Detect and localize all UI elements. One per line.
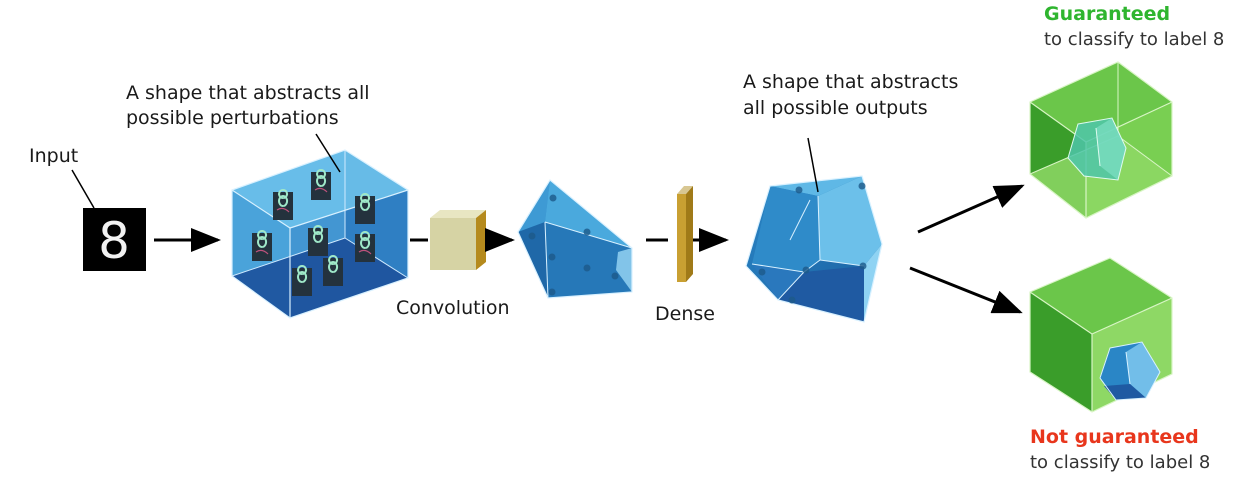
input-digit-image: 8 xyxy=(83,208,146,271)
perturbation-box xyxy=(231,149,409,319)
input-digit-glyph: 8 xyxy=(98,212,130,270)
guaranteed-label: Guaranteed xyxy=(1044,3,1171,25)
convolution-layer xyxy=(430,210,486,270)
dense-layer xyxy=(677,186,693,282)
input-pointer-line xyxy=(71,169,95,209)
arrow-to-not-guaranteed xyxy=(909,266,1023,314)
not-guaranteed-label: Not guaranteed xyxy=(1030,426,1199,448)
intermediate-polytope xyxy=(517,179,633,299)
not-guaranteed-region-box xyxy=(1029,257,1173,413)
guaranteed-sublabel: to classify to label 8 xyxy=(1044,29,1225,50)
dense-label: Dense xyxy=(655,303,715,325)
not-guaranteed-inner-polytope xyxy=(1099,341,1161,401)
perturbation-label-line2: possible perturbations xyxy=(126,107,339,129)
convolution-label: Convolution xyxy=(396,297,510,319)
output-polytope xyxy=(745,175,883,323)
outputs-label-line1: A shape that abstracts xyxy=(743,71,959,93)
input-label: Input xyxy=(29,145,79,167)
output-pointer-line xyxy=(807,137,819,193)
guaranteed-inner-polytope xyxy=(1067,117,1127,181)
perturbation-label-line1: A shape that abstracts all xyxy=(126,82,370,104)
perturbation-pointer-line xyxy=(315,133,341,173)
guaranteed-region-box xyxy=(1029,61,1173,219)
outputs-label-line2: all possible outputs xyxy=(743,97,928,119)
arrow-to-guaranteed xyxy=(917,184,1025,234)
not-guaranteed-sublabel: to classify to label 8 xyxy=(1030,452,1211,473)
